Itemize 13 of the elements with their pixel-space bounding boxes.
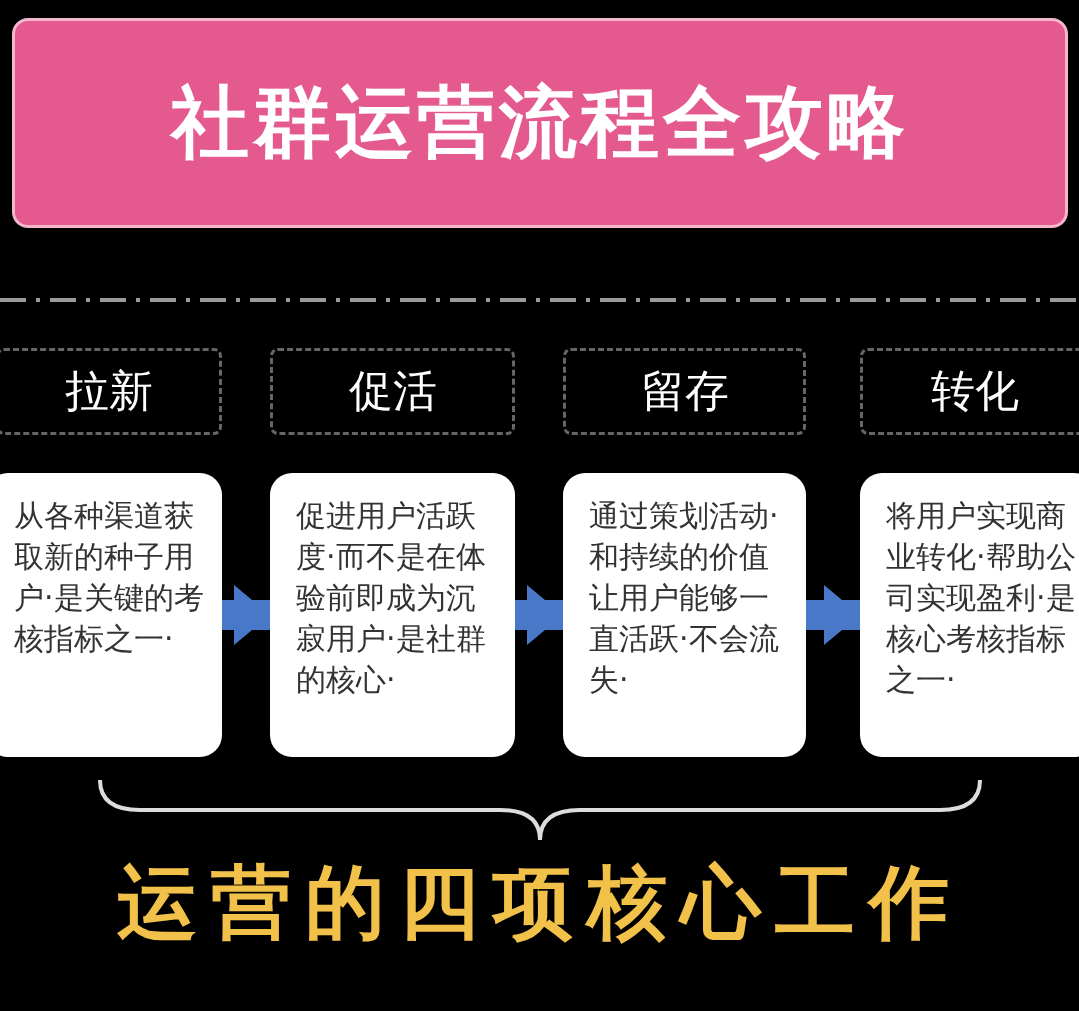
step-description-box: 促进用户活跃度·而不是在体验前即成为沉寂用户·是社群的核心· xyxy=(270,473,515,757)
step-label-box: 留存 xyxy=(563,348,806,435)
step-label-box: 拉新 xyxy=(0,348,222,435)
arrow xyxy=(806,585,860,645)
step-description-box: 将用户实现商业转化·帮助公司实现盈利·是核心考核指标之一· xyxy=(860,473,1079,757)
step-description-box: 从各种渠道获取新的种子用户·是关键的考核指标之一· xyxy=(0,473,222,757)
arrow xyxy=(222,585,270,645)
title-banner: 社群运营流程全攻略 xyxy=(12,18,1068,228)
step-label-box: 促活 xyxy=(270,348,515,435)
step-description-box: 通过策划活动·和持续的价值让用户能够一直活跃·不会流失· xyxy=(563,473,806,757)
arrow xyxy=(515,585,563,645)
caption-text: 运营的四项核心工作 xyxy=(115,855,964,951)
step-label-box: 转化 xyxy=(860,348,1079,435)
